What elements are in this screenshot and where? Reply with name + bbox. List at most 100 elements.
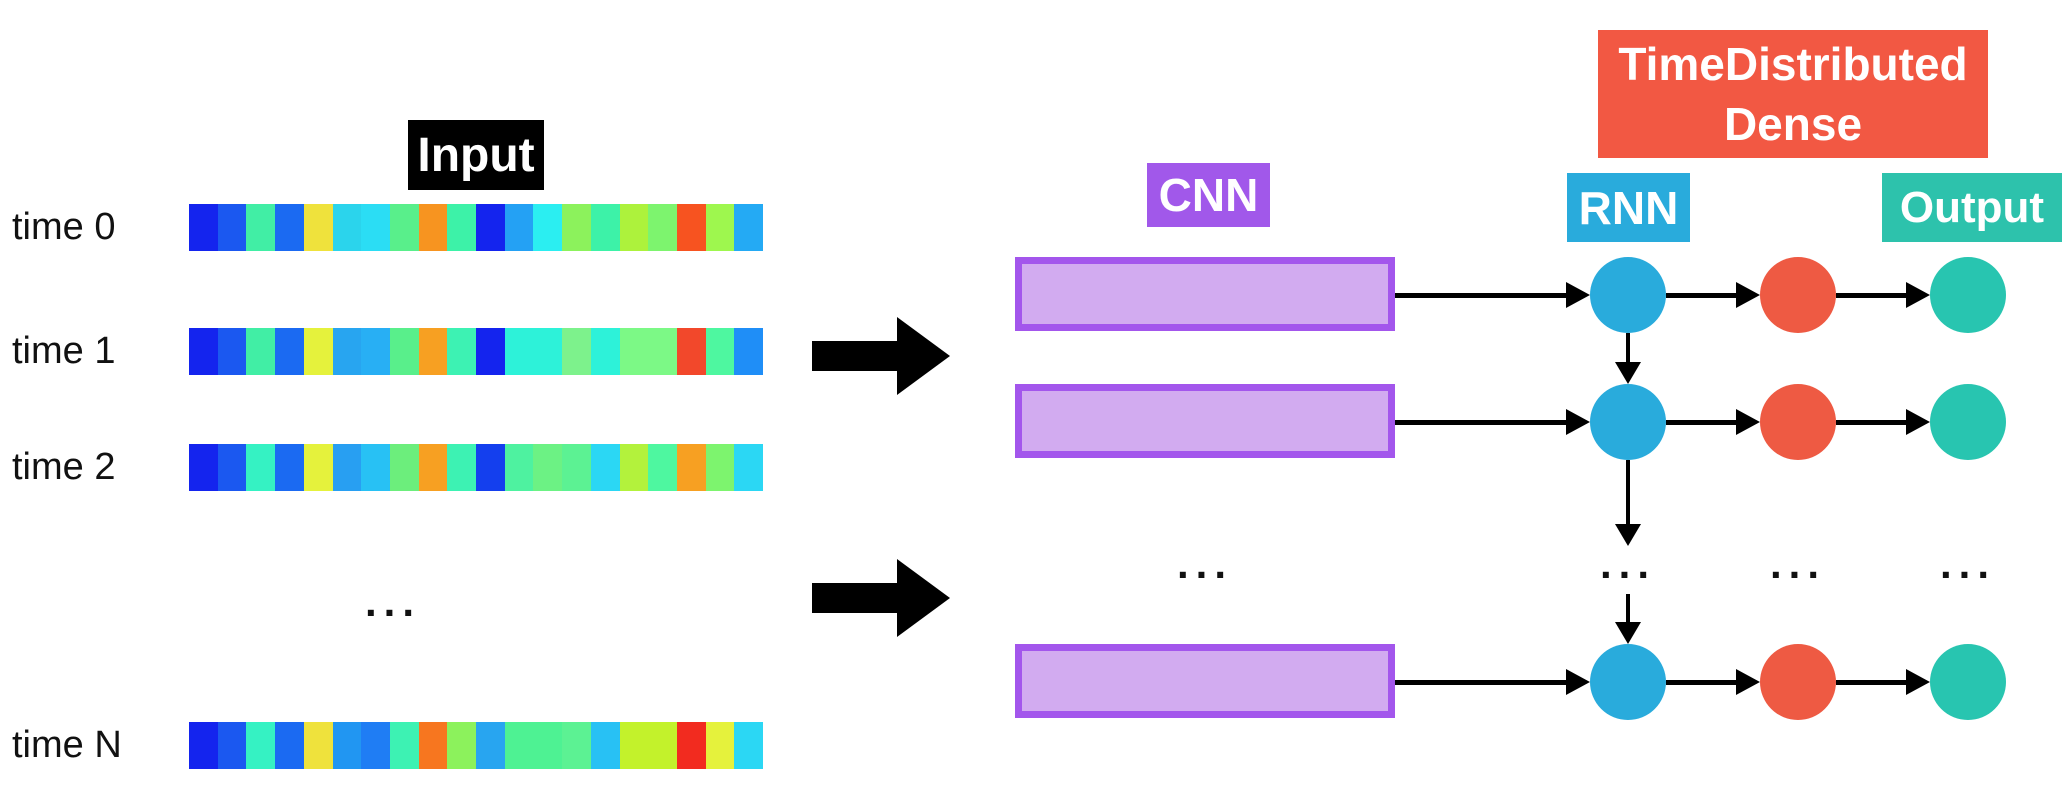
spectrogram-segment — [361, 204, 390, 251]
output-label: Output — [1882, 173, 2062, 242]
spectrogram-segment — [189, 204, 218, 251]
spectrogram-segment — [504, 722, 534, 769]
spectrogram-segment — [303, 722, 333, 769]
spectrogram-segment — [275, 722, 304, 769]
cnn-box-row2 — [1015, 384, 1395, 458]
spectrogram-segment — [562, 722, 591, 769]
spectrogram-segment — [361, 722, 390, 769]
spectrogram-segment — [676, 204, 706, 251]
big-arrow-top — [812, 317, 950, 395]
spectrogram-segment — [533, 328, 563, 375]
dense-ellipsis: ... — [1769, 540, 1826, 587]
input-spectrogram-time2 — [189, 444, 764, 491]
spectrogram-segment — [217, 444, 247, 491]
spectrogram-segment — [705, 328, 735, 375]
rnn-label: RNN — [1567, 173, 1690, 242]
spectrogram-segment — [418, 328, 448, 375]
spectrogram-segment — [332, 722, 362, 769]
spectrogram-segment — [734, 444, 764, 491]
spectrogram-segment — [476, 328, 505, 375]
spectrogram-segment — [447, 328, 477, 375]
big-arrow-head — [897, 317, 950, 395]
spectrogram-segment — [246, 328, 276, 375]
spectrogram-segment — [189, 444, 218, 491]
spectrogram-segment — [705, 204, 735, 251]
spectrogram-segment — [332, 444, 362, 491]
spectrogram-segment — [389, 444, 419, 491]
spectrogram-segment — [648, 204, 677, 251]
spectrogram-segment — [590, 328, 620, 375]
spectrogram-segment — [447, 722, 477, 769]
spectrogram-segment — [275, 328, 304, 375]
big-arrow-shaft — [812, 341, 898, 371]
spectrogram-segment — [389, 328, 419, 375]
spectrogram-segment — [303, 204, 333, 251]
rnn-ellipsis: ... — [1599, 540, 1656, 587]
spectrogram-segment — [246, 204, 276, 251]
spectrogram-segment — [332, 204, 362, 251]
spectrogram-segment — [562, 328, 591, 375]
input-label: Input — [408, 120, 544, 190]
spectrogram-segment — [562, 204, 591, 251]
spectrogram-segment — [418, 204, 448, 251]
rnn-node-row2 — [1590, 384, 1666, 460]
spectrogram-segment — [275, 444, 304, 491]
big-arrow-head — [897, 559, 950, 637]
spectrogram-segment — [476, 204, 505, 251]
arrow-dense-to-output-row2 — [1836, 407, 1930, 437]
dense-node-row1 — [1760, 257, 1836, 333]
spectrogram-segment — [504, 444, 534, 491]
spectrogram-segment — [217, 204, 247, 251]
spectrogram-segment — [619, 204, 649, 251]
input-spectrogram-time0 — [189, 204, 764, 251]
spectrogram-segment — [303, 444, 333, 491]
spectrogram-segment — [676, 722, 706, 769]
big-arrow-bottom — [812, 559, 950, 637]
cnn-label: CNN — [1147, 163, 1270, 227]
timedistributed-dense-label-line2: Dense — [1723, 98, 1863, 150]
arrow-rnn-to-dense-row3 — [1666, 667, 1760, 697]
spectrogram-segment — [246, 722, 276, 769]
spectrogram-segment — [705, 444, 735, 491]
arrow-cnn-to-rnn-row2 — [1395, 407, 1590, 437]
spectrogram-segment — [447, 204, 477, 251]
rnn-node-row3 — [1590, 644, 1666, 720]
cnn-box-row3 — [1015, 644, 1395, 718]
spectrogram-segment — [217, 328, 247, 375]
spectrogram-segment — [389, 204, 419, 251]
output-node-row2 — [1930, 384, 2006, 460]
output-node-row1 — [1930, 257, 2006, 333]
output-node-row3 — [1930, 644, 2006, 720]
dense-node-row3 — [1760, 644, 1836, 720]
arrow-dense-to-output-row1 — [1836, 280, 1930, 310]
spectrogram-segment — [619, 722, 649, 769]
spectrogram-segment — [361, 328, 390, 375]
spectrogram-segment — [648, 444, 677, 491]
input-spectrogram-timeN — [189, 722, 764, 769]
spectrogram-segment — [504, 328, 534, 375]
spectrogram-segment — [590, 444, 620, 491]
cnn-box-row1 — [1015, 257, 1395, 331]
output-ellipsis: ... — [1939, 540, 1996, 587]
arrow-rnn-row2-to-ellipsis — [1613, 460, 1643, 546]
spectrogram-segment — [275, 204, 304, 251]
spectrogram-segment — [590, 204, 620, 251]
spectrogram-segment — [418, 444, 448, 491]
arrow-cnn-to-rnn-row3 — [1395, 667, 1590, 697]
spectrogram-segment — [332, 328, 362, 375]
spectrogram-segment — [447, 444, 477, 491]
time-label-2: time 2 — [12, 446, 116, 488]
input-ellipsis: ... — [364, 578, 421, 625]
spectrogram-segment — [476, 722, 505, 769]
spectrogram-segment — [648, 722, 677, 769]
spectrogram-segment — [389, 722, 419, 769]
spectrogram-segment — [361, 444, 390, 491]
time-label-0: time 0 — [12, 206, 116, 248]
spectrogram-segment — [734, 722, 764, 769]
spectrogram-segment — [418, 722, 448, 769]
spectrogram-segment — [533, 722, 563, 769]
spectrogram-segment — [705, 722, 735, 769]
spectrogram-segment — [533, 204, 563, 251]
spectrogram-segment — [533, 444, 563, 491]
rnn-node-row1 — [1590, 257, 1666, 333]
